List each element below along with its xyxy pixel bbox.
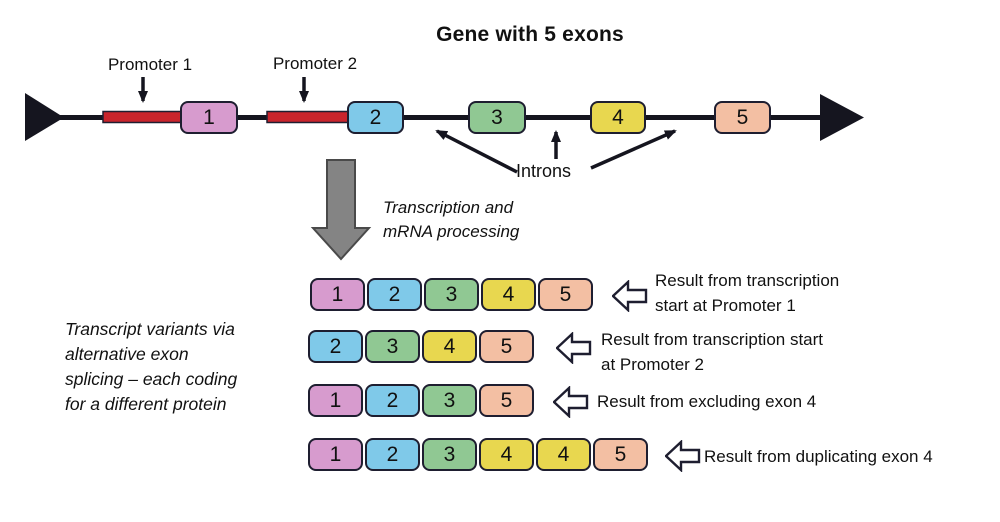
transcript-exon-2: 2 [308, 330, 363, 363]
side-note-line2: alternative exon [65, 344, 189, 364]
process-caption-line1: Transcription and [383, 198, 514, 217]
gene-exon-3: 3 [468, 101, 526, 134]
left-block-arrow-icon [664, 439, 701, 477]
introns-label: Introns [516, 161, 572, 181]
transcript-exon-2: 2 [365, 438, 420, 471]
transcript-result-label: Result from excluding exon 4 [597, 389, 816, 414]
transcript-exon-3: 3 [365, 330, 420, 363]
transcript-exon-2: 2 [367, 278, 422, 311]
transcript-exon-5: 5 [479, 384, 534, 417]
transcript-result-label: Result from duplicating exon 4 [704, 444, 933, 469]
left-block-arrow-icon [552, 385, 589, 423]
gene-end-arrowhead-icon [820, 94, 864, 141]
transcript-result-label: Result from transcription start at Promot… [655, 268, 839, 318]
intron-arrow-left-icon [435, 129, 518, 174]
transcript-exon-4: 4 [422, 330, 477, 363]
left-block-arrow-icon [611, 279, 648, 317]
transcript-result-label-line: Result from transcription [655, 271, 840, 290]
transcript-exon-5: 5 [479, 330, 534, 363]
transcript-result-label: Result from transcription start at Promot… [601, 327, 823, 377]
transcript-exon-3: 3 [422, 384, 477, 417]
transcription-process-arrow-icon [310, 159, 372, 261]
gene-start-arrowhead-icon [25, 93, 64, 141]
promoter2-label: Promoter 2 [272, 54, 358, 73]
transcript-result-label-line: Result from transcription start [601, 330, 824, 349]
side-note-line1: Transcript variants via [65, 319, 235, 339]
gene-exon-4: 4 [590, 101, 646, 134]
side-note: Transcript variants via alternative exon… [65, 317, 237, 417]
transcript-result-label-line: start at Promoter 1 [655, 296, 796, 315]
transcript-exon-1: 1 [310, 278, 365, 311]
transcript-result-label-line: at Promoter 2 [601, 355, 704, 374]
left-block-arrow-icon [555, 331, 592, 369]
intron-arrow-right-icon [590, 129, 677, 170]
transcript-exon-1: 1 [308, 384, 363, 417]
promoter2-region [266, 110, 350, 124]
transcript-exon-4: 4 [479, 438, 534, 471]
transcript-exon-4: 4 [481, 278, 536, 311]
transcript-exon-1: 1 [308, 438, 363, 471]
diagram-title: Gene with 5 exons [436, 23, 624, 46]
gene-exon-5: 5 [714, 101, 771, 134]
transcript-exon-3: 3 [422, 438, 477, 471]
transcript-result-label-line: Result from excluding exon 4 [597, 392, 817, 411]
transcript-exon-4: 4 [536, 438, 591, 471]
transcript-exon-2: 2 [365, 384, 420, 417]
transcript-exon-5: 5 [593, 438, 648, 471]
side-note-line4: for a different protein [65, 394, 227, 414]
promoter1-label: Promoter 1 [107, 55, 193, 74]
gene-exon-2: 2 [347, 101, 404, 134]
transcript-exon-3: 3 [424, 278, 479, 311]
promoter1-region [102, 110, 182, 124]
side-note-line3: splicing – each coding [65, 369, 238, 389]
process-caption: Transcription and mRNA processing [383, 196, 519, 244]
process-caption-line2: mRNA processing [383, 222, 520, 241]
transcript-result-label-line: Result from duplicating exon 4 [704, 447, 933, 466]
transcript-exon-5: 5 [538, 278, 593, 311]
gene-exon-1: 1 [180, 101, 238, 134]
